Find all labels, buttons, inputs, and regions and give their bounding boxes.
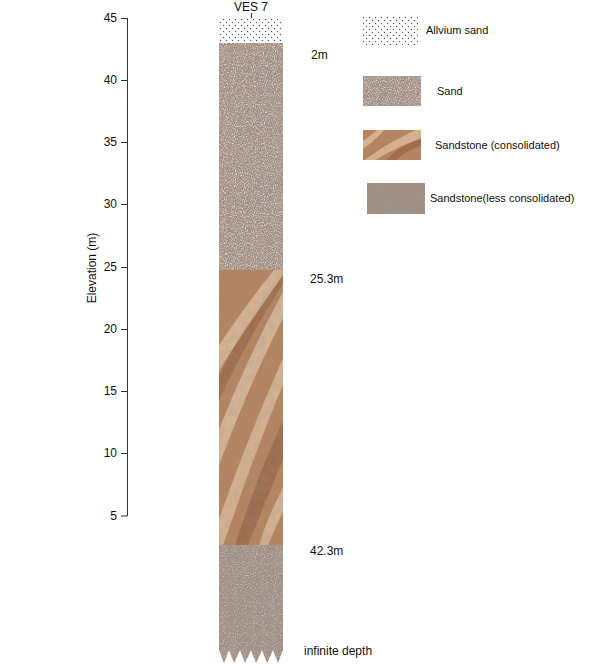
axis-tick [121, 453, 128, 454]
tick-label: 5 [110, 510, 117, 522]
legend-swatch [363, 130, 421, 160]
tick-label: 10 [104, 447, 117, 459]
ves-marker [251, 13, 252, 18]
swatch-texture-layer [363, 76, 421, 106]
tick-label: 35 [104, 136, 117, 148]
swatch-texture [362, 16, 418, 45]
axis-tick [121, 329, 128, 330]
legend-swatch [362, 16, 418, 45]
depth-marker: 2m [311, 49, 328, 61]
layer-ground [219, 545, 283, 665]
layer-ground [219, 18, 283, 43]
tick-label: 25 [104, 261, 117, 273]
axis-tick [121, 204, 128, 205]
legend-label: Allvium sand [426, 25, 488, 36]
swatch-streak [363, 130, 421, 160]
layer-texture [219, 545, 283, 665]
tick-label: 45 [104, 12, 117, 24]
swatch-texture [363, 130, 421, 160]
alluvium-sand-layer [219, 18, 283, 43]
swatch-texture [367, 183, 425, 214]
depth-marker: 25.3m [310, 273, 343, 285]
layer-texture [219, 43, 283, 270]
tick-label: 15 [104, 385, 117, 397]
layer-ground [219, 43, 283, 270]
legend-swatch [367, 183, 425, 214]
layer-texture [219, 43, 283, 270]
elevation-axis [121, 18, 128, 516]
layer-texture [219, 545, 283, 665]
swatch-texture-layer [362, 16, 418, 45]
layer-texture [219, 270, 283, 545]
tick-label: 30 [104, 198, 117, 210]
swatch-texture [363, 76, 421, 106]
layer-ground [219, 270, 283, 545]
axis-tick [121, 80, 128, 81]
swatch-streak [363, 130, 389, 152]
axis-tick [121, 142, 128, 143]
depth-marker: 42.3m [310, 545, 343, 557]
depth-marker: infinite depth [304, 645, 372, 657]
tick-label: 20 [104, 323, 117, 335]
axis-tick [121, 516, 128, 517]
swatch-streak [383, 138, 421, 160]
swatch-texture-layer [367, 183, 425, 214]
tick-label: 40 [104, 74, 117, 86]
axis-tick [121, 267, 128, 268]
station-name: VES 7 [234, 1, 268, 13]
legend-label: Sand [437, 86, 463, 97]
legend-label: Sandstone(less consolidated) [430, 193, 574, 204]
axis-title: Elevation (m) [86, 233, 98, 304]
legend-label: Sandstone (consolidated) [435, 140, 560, 151]
layer-texture [219, 18, 283, 43]
consolidated-sandstone-layer [219, 270, 283, 545]
legend-swatch [363, 76, 421, 106]
sand-layer [219, 43, 283, 270]
less-consolidated-sandstone-layer [219, 545, 283, 665]
axis-tick [121, 391, 128, 392]
swatch-texture-layer [363, 76, 421, 106]
axis-tick [121, 18, 128, 19]
